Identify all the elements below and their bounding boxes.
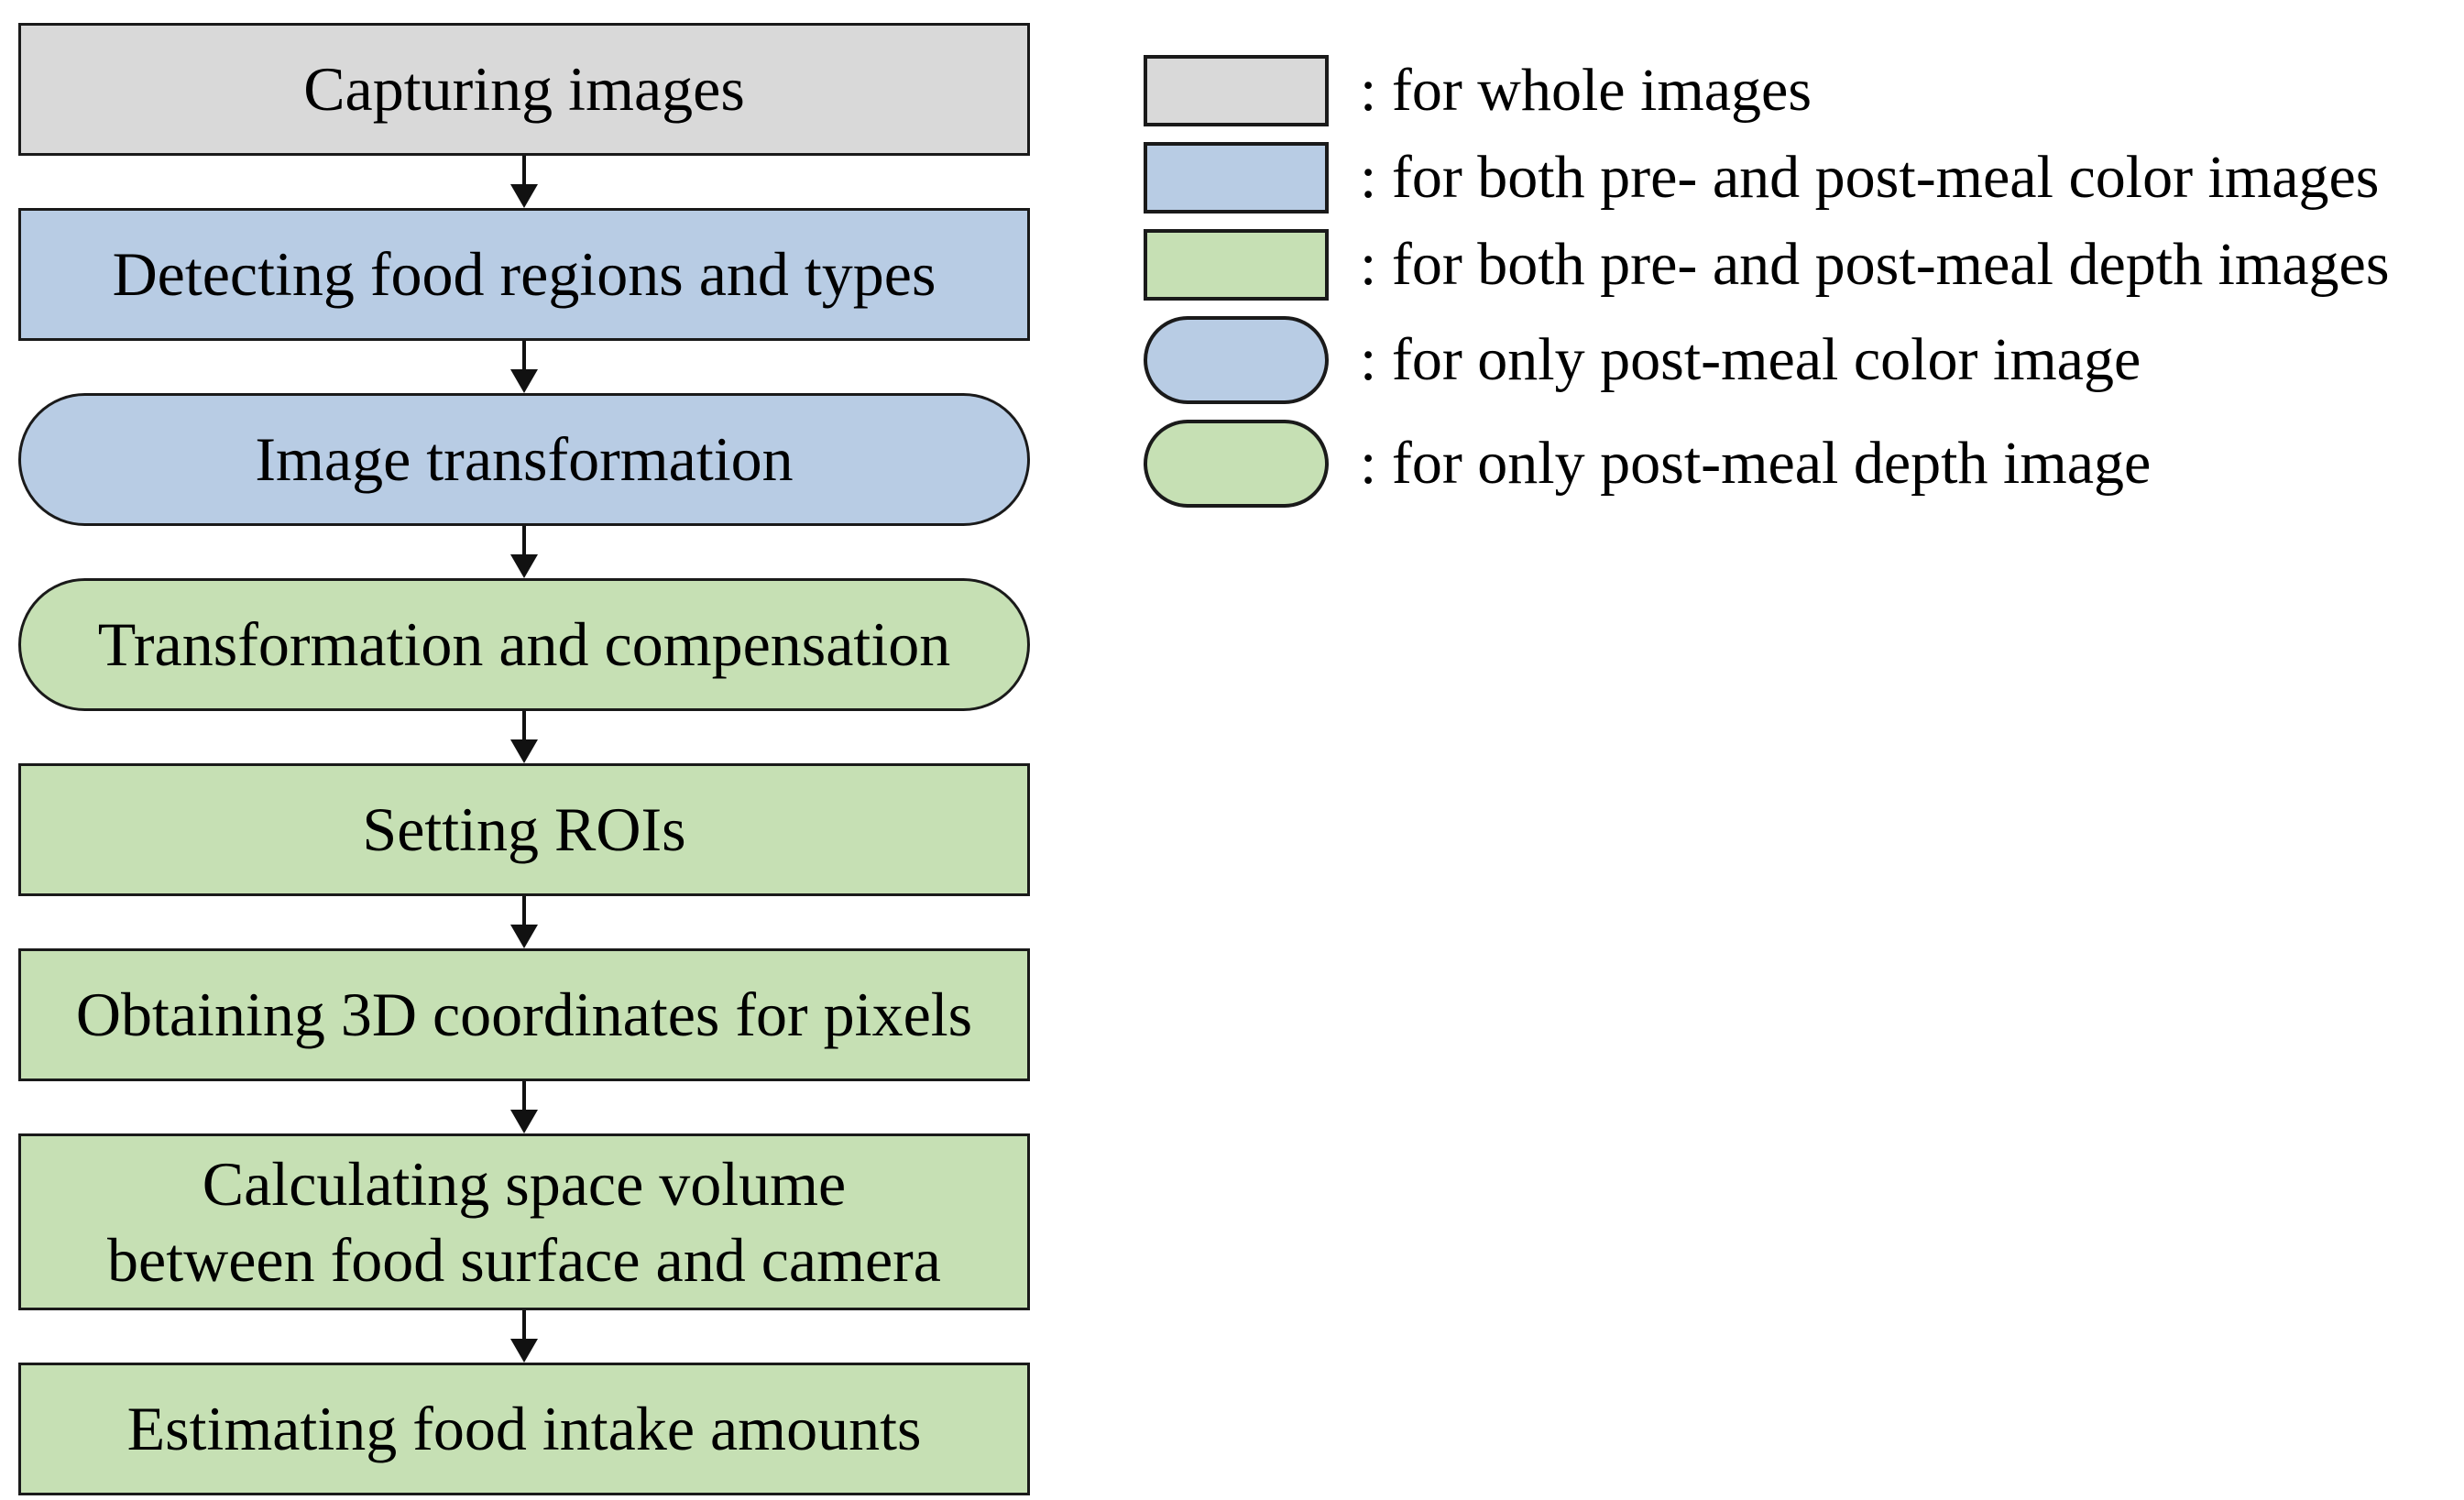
- legend-swatch-blue-rect: [1144, 142, 1329, 214]
- flow-step-transformation-compensation: Transformation and compensation: [18, 578, 1030, 711]
- legend-label: : for only post-meal color image: [1360, 326, 2141, 393]
- legend-swatch-blue-pill: [1144, 316, 1329, 404]
- legend-label: : for only post-meal depth image: [1360, 430, 2152, 497]
- legend-row-postmeal-depth-image: : for only post-meal depth image: [1144, 420, 2390, 508]
- legend-swatch-gray-rect: [1144, 55, 1329, 126]
- arrow-down-icon: [510, 369, 538, 393]
- flow-arrow: [18, 1310, 1030, 1363]
- arrow-down-icon: [510, 184, 538, 208]
- arrow-line: [522, 526, 526, 554]
- flow-arrow: [18, 341, 1030, 393]
- flow-step-calculating-space-volume: Calculating space volume between food su…: [18, 1133, 1030, 1310]
- arrow-line: [522, 1310, 526, 1339]
- legend-swatch-green-rect: [1144, 229, 1329, 301]
- flow-column: Capturing images Detecting food regions …: [18, 23, 1030, 1495]
- flow-arrow: [18, 156, 1030, 208]
- arrow-line: [522, 156, 526, 184]
- arrow-down-icon: [510, 1110, 538, 1133]
- legend-row-both-depth-images: : for both pre- and post-meal depth imag…: [1144, 229, 2390, 301]
- arrow-down-icon: [510, 554, 538, 578]
- flow-step-setting-rois: Setting ROIs: [18, 763, 1030, 896]
- arrow-line: [522, 341, 526, 369]
- legend-swatch-green-pill: [1144, 420, 1329, 508]
- flow-arrow: [18, 526, 1030, 578]
- legend-label: : for both pre- and post-meal depth imag…: [1360, 231, 2390, 298]
- flow-step-image-transformation: Image transformation: [18, 393, 1030, 526]
- arrow-line: [522, 1081, 526, 1110]
- legend-row-both-color-images: : for both pre- and post-meal color imag…: [1144, 142, 2390, 214]
- flow-arrow: [18, 711, 1030, 763]
- flow-step-capturing-images: Capturing images: [18, 23, 1030, 156]
- legend-row-whole-images: : for whole images: [1144, 55, 2390, 126]
- legend-label: : for both pre- and post-meal color imag…: [1360, 144, 2380, 211]
- legend: : for whole images : for both pre- and p…: [1144, 55, 2390, 523]
- legend-row-postmeal-color-image: : for only post-meal color image: [1144, 316, 2390, 404]
- flow-step-detecting-food-regions: Detecting food regions and types: [18, 208, 1030, 341]
- flow-step-obtaining-3d-coordinates: Obtaining 3D coordinates for pixels: [18, 948, 1030, 1081]
- arrow-line: [522, 896, 526, 925]
- arrow-down-icon: [510, 1339, 538, 1363]
- arrow-down-icon: [510, 739, 538, 763]
- legend-label: : for whole images: [1360, 57, 1812, 124]
- flow-step-estimating-food-intake: Estimating food intake amounts: [18, 1363, 1030, 1495]
- arrow-line: [522, 711, 526, 739]
- flow-arrow: [18, 896, 1030, 948]
- arrow-down-icon: [510, 925, 538, 948]
- flow-arrow: [18, 1081, 1030, 1133]
